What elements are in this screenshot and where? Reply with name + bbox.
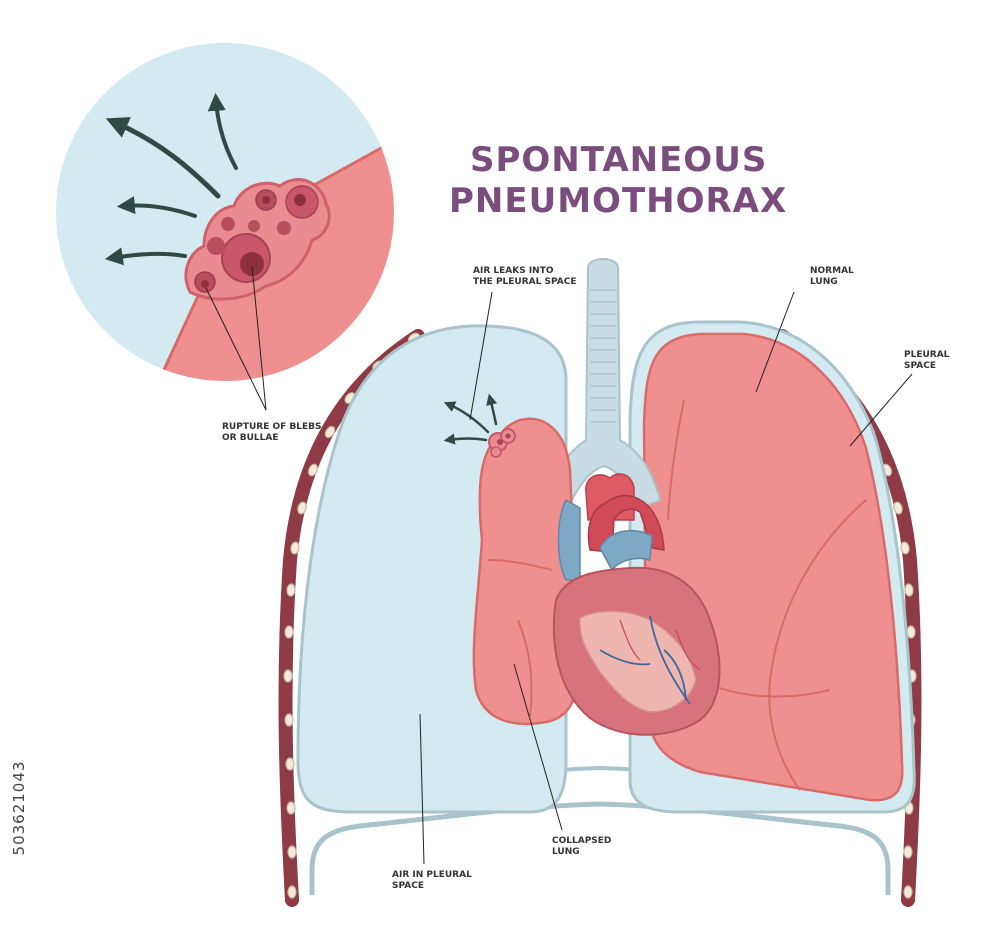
right-normal-lung	[628, 320, 916, 814]
label-air-leaks: AIR LEAKS INTO THE PLEURAL SPACE	[473, 266, 577, 287]
title-line-2: PNEUMOTHORAX	[449, 181, 788, 221]
heart	[553, 473, 721, 736]
inset-air-arrows	[104, 92, 238, 266]
collapsed-lung-blebs	[488, 428, 516, 458]
label-collapsed-lung: COLLAPSED LUNG	[552, 836, 612, 857]
leader-air-leaks	[469, 291, 493, 421]
leader-lines	[205, 265, 913, 865]
leader-air-in-pleural	[419, 713, 425, 865]
leader-rupture-2	[251, 265, 267, 411]
collapsed-lung	[443, 393, 580, 726]
stock-id-text: 503621043	[10, 760, 28, 856]
collapsed-lung-air-arrows	[443, 393, 498, 445]
label-air-in-pleural-space: AIR IN PLEURAL SPACE	[392, 870, 472, 891]
leader-rupture-1	[205, 287, 267, 411]
diaphragm-outline	[309, 801, 891, 895]
title-line-1: SPONTANEOUS	[470, 140, 768, 180]
bleb-inset	[54, 41, 396, 383]
leader-collapsed-lung	[513, 663, 563, 831]
label-rupture-of-blebs: RUPTURE OF BLEBS OR BULLAE	[222, 422, 322, 443]
leader-normal-lung	[755, 291, 795, 393]
label-pleural-space: PLEURAL SPACE	[904, 350, 950, 371]
stock-id-vertical: 503621043	[8, 718, 30, 898]
blebs-cluster	[184, 178, 331, 301]
rib-cage-left	[278, 329, 425, 907]
label-normal-lung: NORMAL LUNG	[810, 266, 854, 287]
leader-pleural-space	[849, 373, 913, 447]
